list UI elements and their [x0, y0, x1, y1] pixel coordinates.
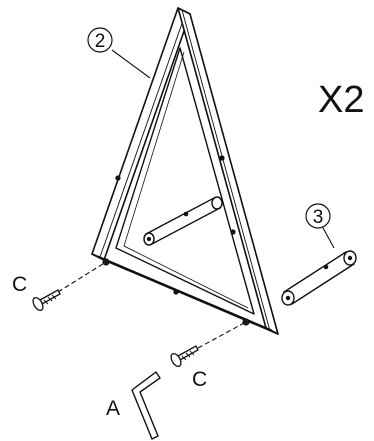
callout-part-3: 3 — [305, 203, 331, 229]
dowel-inner — [143, 196, 223, 246]
assembly-guide-lines — [57, 261, 247, 349]
bolt-bottom-c — [170, 345, 199, 368]
callout-part-2: 2 — [87, 27, 113, 53]
callout-part-3-text: 3 — [313, 207, 324, 228]
label-c-left: C — [12, 273, 27, 296]
quantity-label: X2 — [318, 79, 364, 121]
a-frame-part-2 — [91, 7, 279, 335]
label-a: A — [106, 397, 120, 420]
dowel-part-3 — [281, 250, 357, 306]
leader-lines — [111, 49, 335, 249]
callout-part-2-text: 2 — [95, 31, 106, 52]
bolt-left-c — [32, 289, 61, 312]
label-c-bottom: C — [192, 368, 207, 391]
allen-key-a — [131, 371, 161, 440]
